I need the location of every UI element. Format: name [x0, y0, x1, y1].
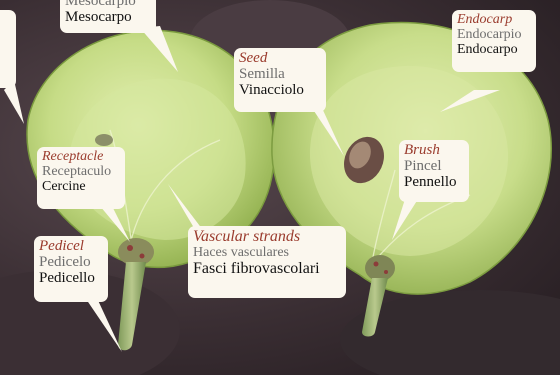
callout-mesocarp: Mesocarpio Mesocarpo	[60, 0, 156, 33]
callout-pedicel: Pedicel Pedicelo Pedicello	[34, 236, 108, 302]
label-vascular-en: Vascular strands	[193, 228, 341, 245]
label-brush-it: Pennello	[404, 174, 464, 190]
label-brush-en: Brush	[404, 142, 464, 158]
callout-left-edge	[0, 10, 16, 88]
label-pedicel-en: Pedicel	[39, 238, 103, 254]
label-vascular-it: Fasci fibrovascolari	[193, 260, 341, 277]
label-mesocarp-it: Mesocarpo	[65, 9, 151, 25]
callout-brush: Brush Pincel Pennello	[399, 140, 469, 202]
label-receptacle-it: Cercine	[42, 179, 120, 194]
callout-endocarp: Endocarp Endocarpio Endocarpo	[452, 10, 536, 72]
label-seed-es: Semilla	[239, 66, 321, 82]
label-endocarp-es: Endocarpio	[457, 27, 531, 42]
label-seed-en: Seed	[239, 50, 321, 66]
label-mesocarp-es: Mesocarpio	[65, 0, 151, 9]
callout-vascular-strands: Vascular strands Haces vasculares Fasci …	[188, 226, 346, 298]
label-receptacle-en: Receptacle	[42, 149, 120, 164]
callout-seed: Seed Semilla Vinacciolo	[234, 48, 326, 112]
left-seed-trace	[95, 134, 113, 146]
right-receptacle	[365, 255, 395, 281]
label-endocarp-it: Endocarpo	[457, 42, 531, 57]
label-vascular-es: Haces vasculares	[193, 245, 341, 260]
callout-receptacle: Receptacle Receptaculo Cercine	[37, 147, 125, 209]
label-receptacle-es: Receptaculo	[42, 164, 120, 179]
label-pedicel-es: Pedicelo	[39, 254, 103, 270]
label-seed-it: Vinacciolo	[239, 82, 321, 98]
label-pedicel-it: Pedicello	[39, 270, 103, 286]
left-receptacle	[118, 238, 154, 266]
label-endocarp-en: Endocarp	[457, 12, 531, 27]
label-brush-es: Pincel	[404, 158, 464, 174]
